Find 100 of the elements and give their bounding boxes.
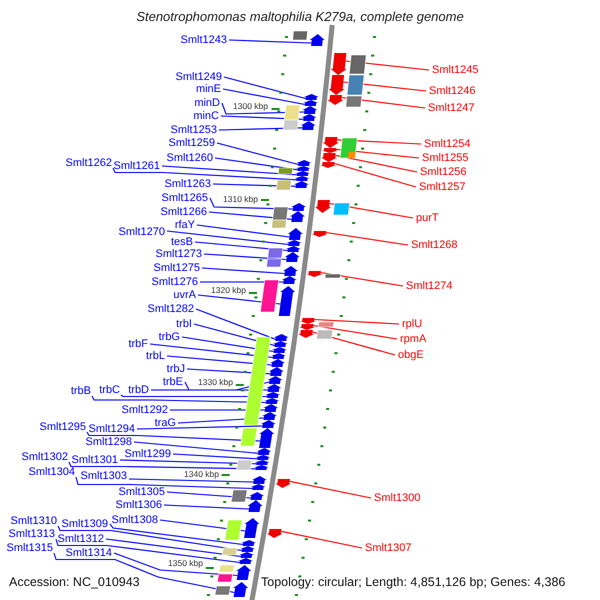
gene-feature [272, 341, 288, 347]
leader-line [114, 552, 238, 576]
gene-label: Smlt1260 [166, 152, 213, 164]
leader-line [75, 476, 252, 490]
gene-label: Smlt1312 [58, 532, 104, 544]
gene-feature [322, 148, 338, 153]
gene-feature [268, 367, 284, 376]
leader-line [86, 432, 260, 442]
leader-line [68, 462, 256, 470]
gene-label: trbI [176, 318, 192, 330]
gene-label: Smlt1273 [156, 248, 202, 260]
gene-feature [250, 484, 266, 490]
leader-line [330, 202, 414, 219]
gene-feature [320, 162, 336, 168]
gene-feature [330, 53, 347, 75]
gene-feature [249, 492, 264, 500]
gene-label: minE [196, 82, 221, 94]
leader-line [106, 538, 241, 558]
gene-feature [262, 412, 278, 420]
leader-line [212, 183, 296, 187]
gene-label: Smlt1295 [40, 420, 86, 432]
gene-label: rpmA [400, 332, 426, 344]
leader-line [216, 142, 298, 166]
gene-label: trbG [158, 330, 180, 342]
gene-label: minD [194, 96, 220, 108]
gene-label: traG [154, 416, 176, 428]
gene-label: Smlt1263 [164, 178, 211, 190]
gene-feature [252, 476, 267, 484]
leader-line [336, 148, 420, 159]
gene-feature [282, 266, 298, 276]
scale-label: 1340 kbp [184, 470, 219, 478]
leader-line [112, 168, 297, 180]
leader-line [337, 139, 422, 145]
gene-label: Smlt1245 [432, 64, 478, 76]
gene-label: Smlt1256 [420, 166, 466, 178]
gene-feature [296, 160, 312, 166]
gene-label: trbC [99, 384, 120, 396]
leader-line [120, 459, 257, 464]
gene-label: Smlt1304 [28, 466, 75, 478]
leader-line [53, 552, 234, 594]
accession-text: Accession: NC_010943 [9, 576, 140, 588]
gene-feature [254, 465, 269, 470]
leader-line [196, 308, 276, 340]
leader-line [172, 453, 258, 460]
gene-label: Smlt1249 [176, 70, 222, 82]
gene-label: Smlt1298 [86, 436, 132, 448]
leader-line [289, 480, 372, 499]
leader-line [281, 530, 362, 549]
leader-line [218, 127, 303, 131]
gene-label: Smlt1261 [114, 160, 160, 172]
gene-feature [272, 347, 287, 353]
gene-feature [294, 181, 309, 188]
gene-label: Smlt1310 [10, 514, 57, 526]
gene-label: Smlt1299 [124, 448, 171, 460]
gene-label: Smlt1300 [374, 492, 420, 504]
gene-label: rplU [402, 318, 422, 330]
gene-feature [300, 318, 316, 324]
gene-feature [270, 359, 286, 367]
gene-label: Smlt1302 [22, 450, 68, 462]
leader-line [334, 162, 416, 188]
gene-label: Smlt1246 [429, 84, 476, 96]
gene-label: Smlt1314 [66, 546, 112, 558]
leader-line [326, 232, 408, 246]
leader-line [166, 491, 251, 499]
gene-feature [263, 404, 278, 412]
gene-label: Smlt1254 [424, 138, 470, 150]
gene-label: trbF [128, 338, 148, 350]
leader-line [220, 115, 304, 120]
gene-label: Smlt1301 [72, 454, 118, 466]
gene-feature [303, 100, 318, 106]
leader-line [120, 394, 267, 398]
gene-label: Smlt1253 [170, 124, 217, 136]
gene-label: Smlt1259 [168, 136, 215, 148]
scale-label: 1320 kbp [211, 286, 246, 294]
gene-feature [256, 448, 272, 455]
gene-label: Smlt1275 [154, 262, 200, 274]
gene-feature [328, 95, 344, 105]
gene-feature [275, 479, 292, 488]
leader-line [342, 96, 426, 109]
leader-line [196, 224, 290, 238]
gene-feature [274, 334, 289, 341]
gene-label: Smlt1305 [118, 486, 165, 498]
gene-feature [259, 428, 274, 448]
gene-feature [254, 460, 270, 465]
gene-label: Smlt1276 [152, 276, 198, 288]
gene-label: Smlt1274 [406, 280, 452, 292]
leader-line [221, 102, 304, 115]
gene-feature [240, 546, 256, 552]
gene-label: Smlt1292 [122, 404, 168, 416]
gene-feature [304, 94, 319, 100]
gene-feature [291, 203, 306, 211]
gene-feature [286, 240, 302, 246]
gene-feature [268, 376, 283, 384]
gene-feature [294, 176, 310, 181]
leader-line [222, 88, 306, 106]
leader-line [150, 343, 273, 358]
leader-line [136, 425, 263, 430]
gene-label: trbE [162, 376, 183, 388]
gene-feature [266, 529, 283, 538]
gene-label: Smlt1313 [8, 528, 55, 540]
